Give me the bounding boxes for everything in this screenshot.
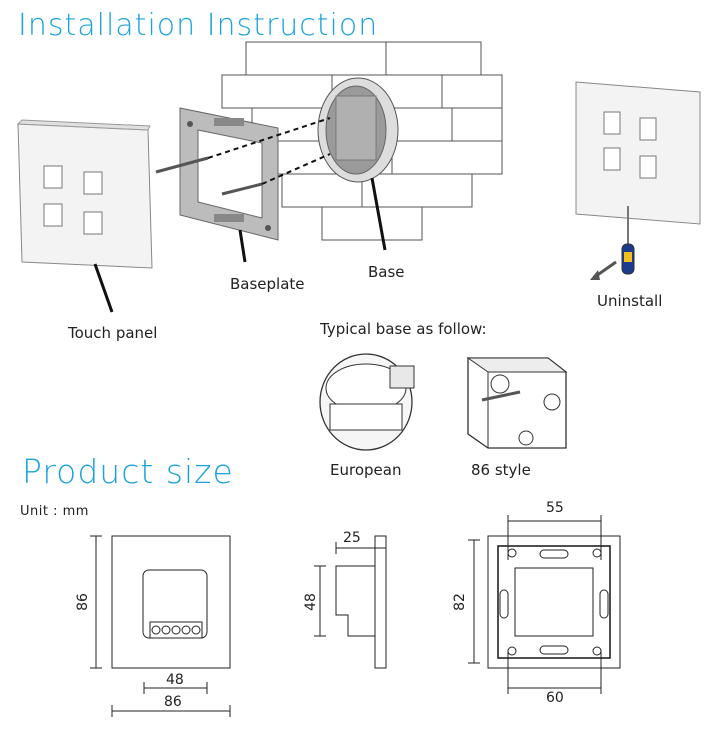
module-width-dimension: 48 (166, 672, 184, 688)
baseplate-label: Baseplate (230, 275, 305, 293)
screws (155, 117, 331, 196)
touch-panel-label: Touch panel (68, 324, 158, 342)
baseplate-frame (179, 107, 279, 263)
brick-wall (221, 41, 503, 241)
side-view-drawing (314, 535, 387, 669)
european-base-illustration (319, 353, 415, 451)
product-size-heading: Product size (22, 452, 234, 491)
86-style-label: 86 style (471, 461, 531, 479)
installation-heading: Installation Instruction (18, 8, 379, 43)
typical-base-label: Typical base as follow: (320, 320, 487, 338)
base-round-box (317, 77, 399, 251)
86-style-base-illustration (466, 357, 568, 449)
side-height-dimension: 48 (302, 593, 319, 611)
touch-panel-left (16, 119, 153, 313)
plate-height-dimension: 82 (451, 593, 468, 611)
uninstall-label: Uninstall (597, 292, 663, 310)
plate-bottom-dimension: 60 (546, 690, 564, 706)
unit-label: Unit : mm (20, 504, 89, 519)
front-view-drawing (90, 535, 231, 717)
front-width-dimension: 86 (164, 694, 182, 710)
side-depth-dimension: 25 (343, 530, 361, 546)
european-label: European (330, 461, 402, 479)
touch-panel-right (575, 81, 701, 225)
front-height-dimension: 86 (74, 593, 91, 611)
plate-top-dimension: 55 (546, 500, 564, 516)
baseplate-dimension-drawing (468, 515, 621, 694)
screwdriver-icon (590, 206, 635, 280)
base-label: Base (368, 263, 405, 281)
